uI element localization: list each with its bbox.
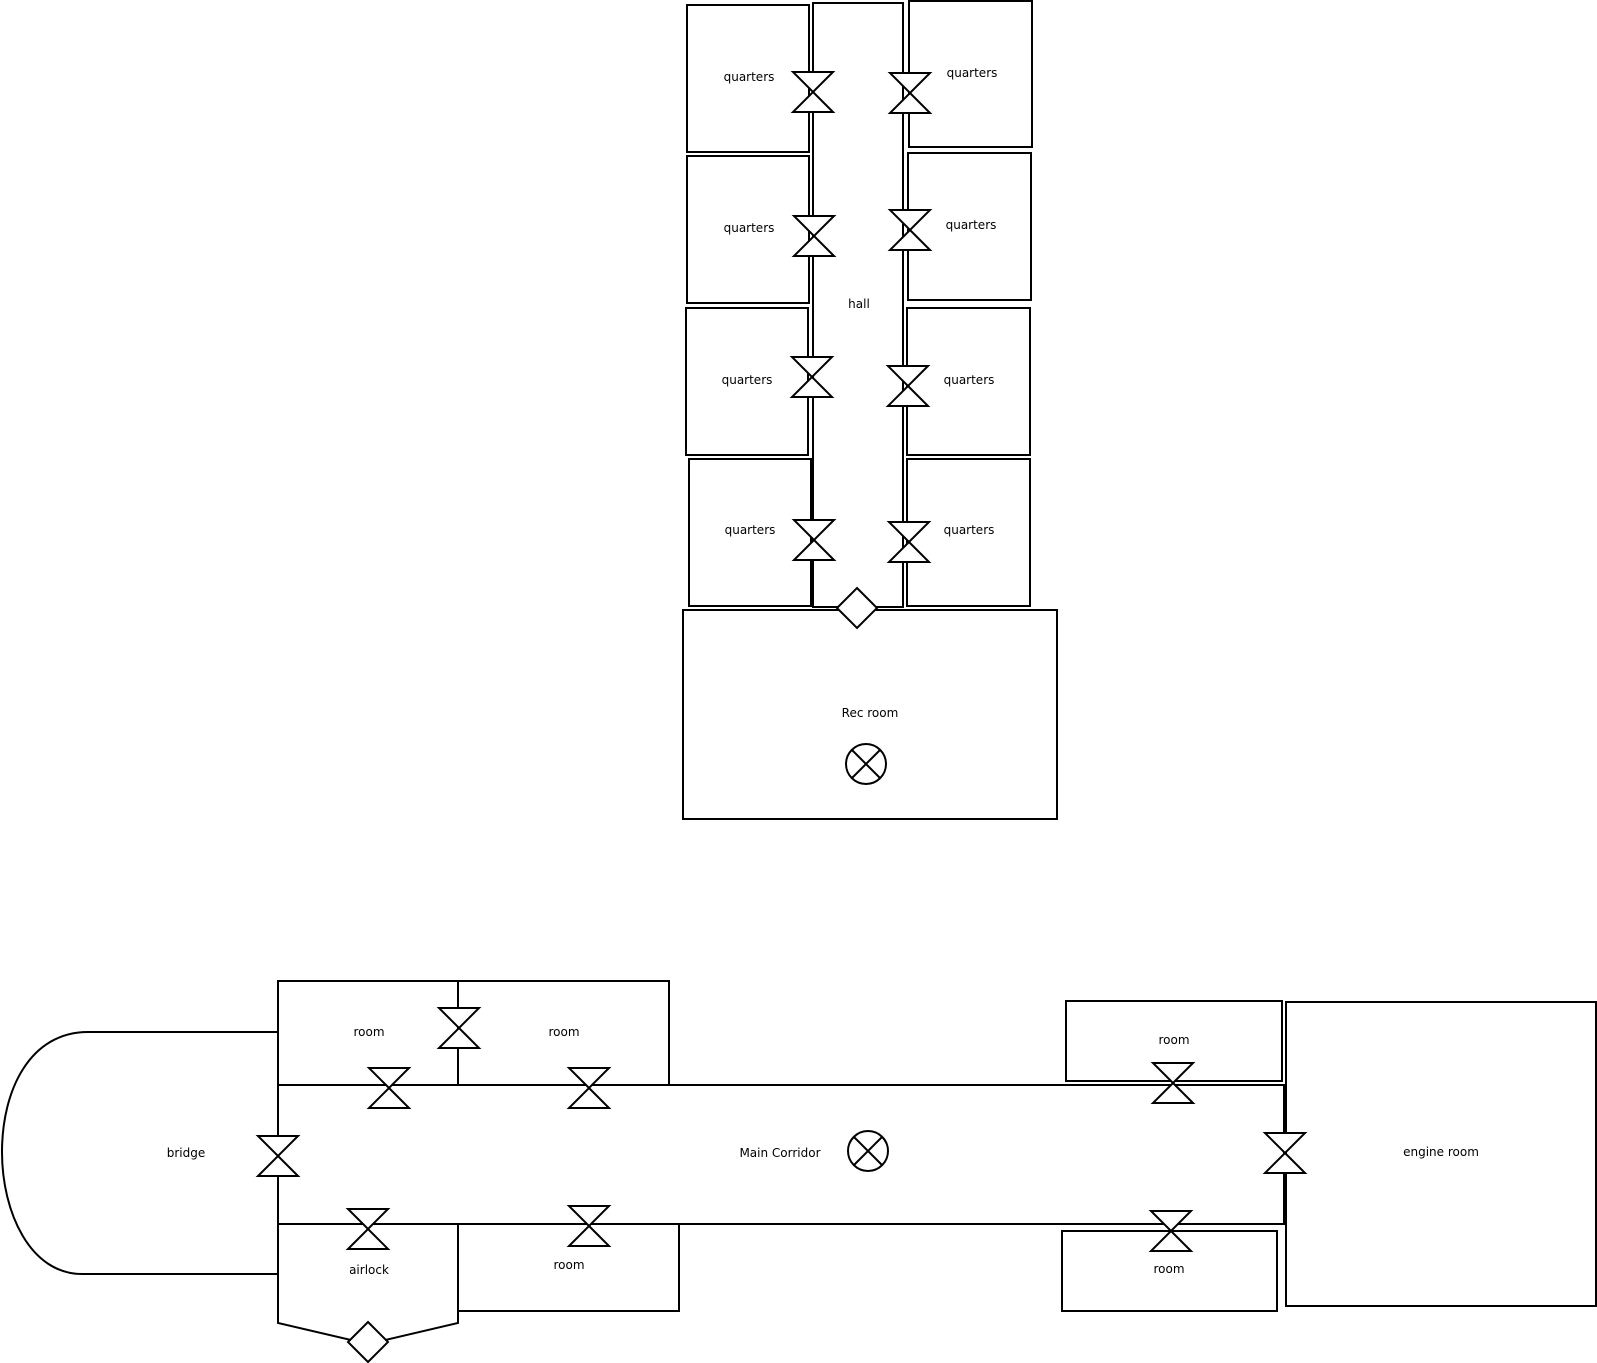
airlock-label: airlock	[349, 1263, 389, 1277]
room-bottom-mid-label: room	[553, 1258, 584, 1272]
engine-room	[1285, 1001, 1597, 1307]
door-hourglass-icon[interactable]	[1150, 1062, 1196, 1104]
door-hourglass-icon[interactable]	[345, 1208, 391, 1250]
door-hourglass-icon[interactable]	[886, 521, 932, 563]
quarters-left-1	[686, 4, 810, 153]
bridge	[0, 1031, 278, 1275]
room-top-mid-label: room	[548, 1025, 579, 1039]
door-hourglass-icon[interactable]	[566, 1067, 612, 1109]
room-top-mid	[457, 980, 670, 1086]
quarters-left-2-label: quarters	[724, 221, 775, 235]
quarters-right-4-label: quarters	[944, 523, 995, 537]
hall-label: hall	[848, 297, 870, 311]
upper-deck: quarters quarters quarters quarters quar…	[682, 0, 1058, 820]
quarters-left-3	[685, 307, 809, 456]
room-bottom-mid	[457, 1223, 680, 1312]
quarters-right-1-label: quarters	[947, 66, 998, 80]
quarters-right-3-label: quarters	[944, 373, 995, 387]
door-hourglass-icon[interactable]	[791, 519, 837, 561]
door-hourglass-icon[interactable]	[1148, 1210, 1194, 1252]
door-hourglass-icon[interactable]	[790, 71, 836, 113]
door-hourglass-icon[interactable]	[566, 1205, 612, 1247]
door-hourglass-icon[interactable]	[366, 1067, 412, 1109]
door-hourglass-icon[interactable]	[887, 209, 933, 251]
door-hourglass-icon[interactable]	[887, 72, 933, 114]
hatch-diamond-icon[interactable]	[835, 586, 879, 630]
lower-deck: bridge room room room Main Corridor engi…	[0, 980, 1597, 1363]
ladder-circle-x-icon[interactable]	[845, 743, 887, 785]
quarters-right-2	[907, 152, 1032, 301]
door-hourglass-icon[interactable]	[789, 356, 835, 398]
quarters-left-4-label: quarters	[725, 523, 776, 537]
quarters-left-3-label: quarters	[722, 373, 773, 387]
quarters-right-2-label: quarters	[946, 218, 997, 232]
ladder-circle-x-icon[interactable]	[847, 1130, 889, 1172]
main-corridor-label: Main Corridor	[739, 1146, 820, 1160]
room-bottom-right-label: room	[1153, 1262, 1184, 1276]
quarters-left-4	[688, 458, 812, 607]
hatch-diamond-icon[interactable]	[346, 1320, 390, 1363]
room-top-right-label: room	[1158, 1033, 1189, 1047]
door-hourglass-icon[interactable]	[436, 1007, 482, 1049]
door-hourglass-icon[interactable]	[255, 1135, 301, 1177]
bridge-label: bridge	[167, 1146, 206, 1160]
door-hourglass-icon[interactable]	[791, 215, 837, 257]
quarters-right-3	[906, 307, 1031, 456]
room-top-left-label: room	[353, 1025, 384, 1039]
door-hourglass-icon[interactable]	[1262, 1132, 1308, 1174]
door-hourglass-icon[interactable]	[885, 365, 931, 407]
rec-room-label: Rec room	[842, 706, 899, 720]
quarters-left-1-label: quarters	[724, 70, 775, 84]
quarters-left-2	[686, 155, 810, 304]
engine-room-label: engine room	[1403, 1145, 1479, 1159]
